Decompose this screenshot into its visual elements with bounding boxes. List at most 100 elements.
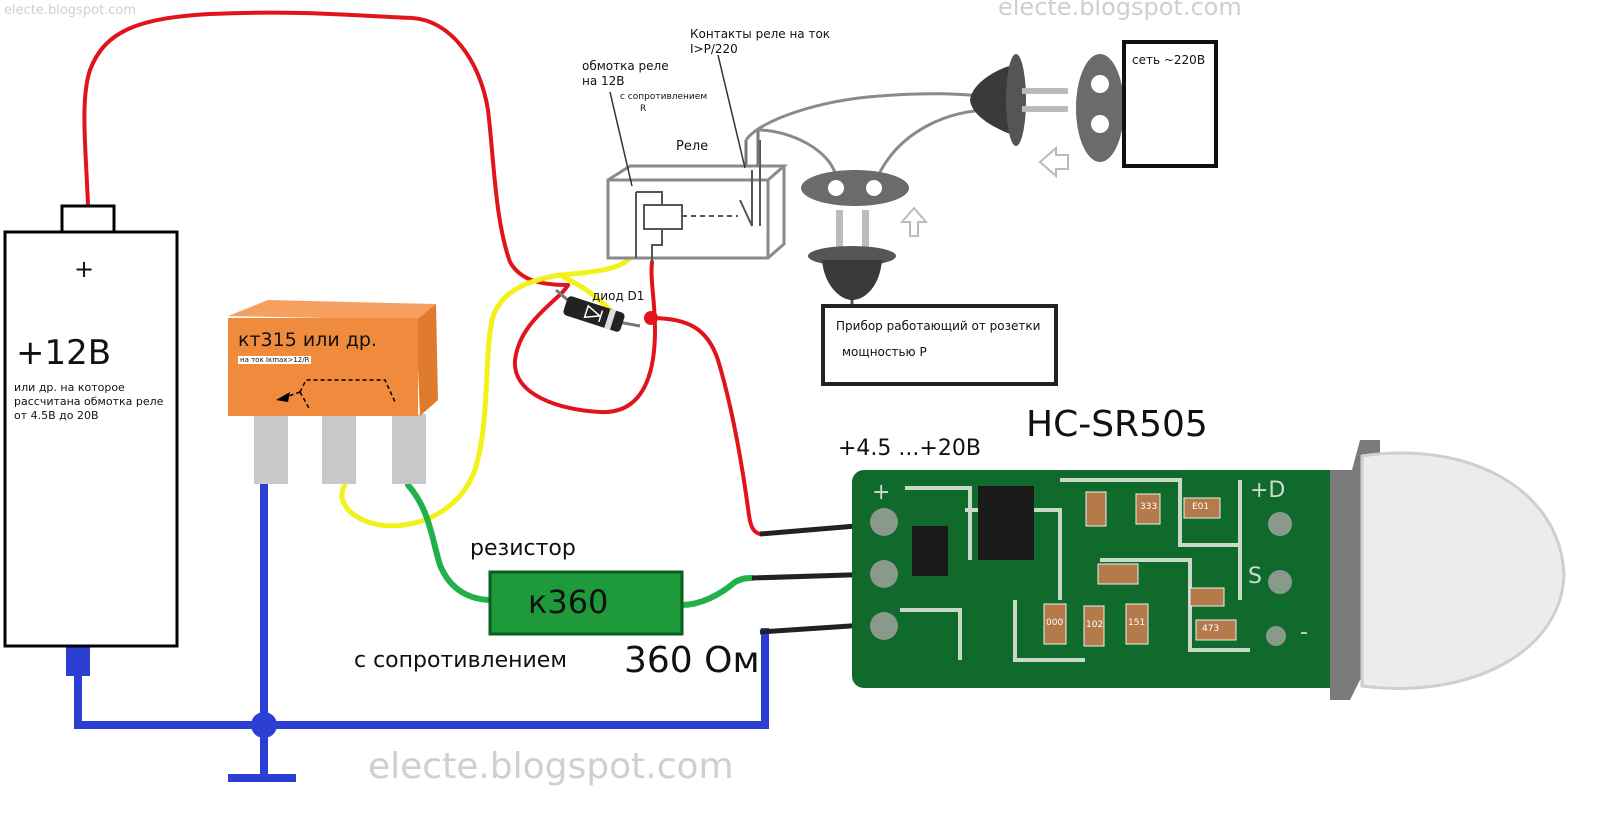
transistor-leg-emitter xyxy=(254,414,288,484)
battery-voltage-label: +12В xyxy=(16,333,112,373)
smd-components xyxy=(1043,491,1237,647)
appliance-plug-pin-left xyxy=(836,210,843,254)
smd-code-3: 000 xyxy=(1046,618,1064,628)
appliance-plug-body xyxy=(822,260,882,300)
battery-to-diode-wire xyxy=(82,10,570,287)
relay-socket-hole-left xyxy=(828,180,844,196)
sensor-model: HC-SR505 xyxy=(1026,404,1208,445)
relay-to-socket-wire xyxy=(757,128,838,177)
socket-face xyxy=(1076,54,1124,162)
transistor-leg-base xyxy=(392,414,426,484)
relay-coil-resistance-1: с сопротивлением xyxy=(620,92,708,102)
pcb-pad-minus xyxy=(870,612,898,640)
diode-label: диод D1 xyxy=(592,289,645,303)
smd-code-4: 102 xyxy=(1086,620,1104,630)
appliance-label-1: Прибор работающий от розетки xyxy=(836,319,1041,333)
resistor-to-sensor-out-wire xyxy=(679,575,755,608)
resistor-code: к360 xyxy=(528,583,609,621)
mains-wiring xyxy=(744,92,991,177)
relay-body xyxy=(606,178,770,260)
battery-minus-terminal xyxy=(66,646,90,676)
relay-coil-resistance-2: R xyxy=(640,104,647,114)
watermark-top-left: electe.blogspot.com xyxy=(4,3,137,18)
battery-ground-wire xyxy=(74,628,769,729)
resistor-body xyxy=(488,570,684,636)
junction-dot-blue xyxy=(251,712,277,738)
resistor-title: резистор xyxy=(470,536,576,561)
transistor-chip xyxy=(912,526,948,576)
transistor-top xyxy=(228,300,436,320)
battery-body xyxy=(3,230,179,648)
appliance-plug xyxy=(808,210,896,312)
pcb-pin-s: S xyxy=(1248,564,1262,589)
pcb-pin-plus: + xyxy=(872,480,891,505)
diode-band xyxy=(604,308,617,330)
plug-pin-top xyxy=(1022,88,1068,94)
mains-plug xyxy=(970,54,1068,146)
relay-coil-label-1: обмотка реле xyxy=(582,59,669,73)
relay-socket-hole-right xyxy=(866,180,882,196)
socket-hole-bottom xyxy=(1091,115,1109,133)
relay-coil-leads xyxy=(635,191,663,262)
socket-hole-top xyxy=(1091,75,1109,93)
pcb-pad-out xyxy=(870,560,898,588)
diode-anode-to-relay-wire xyxy=(512,260,657,415)
transistor-leg-collector xyxy=(322,414,356,484)
pcb-pad-right-2 xyxy=(1268,570,1292,594)
relay-contact-leads xyxy=(744,130,760,166)
smd-code-2: 333 xyxy=(1140,502,1158,512)
sensor-supply: +4.5 ...+20В xyxy=(838,436,981,461)
plug-to-socket-wire xyxy=(876,108,991,177)
appliance-plug-pin-right xyxy=(862,210,869,254)
transistor-small-note: на ток Iкmax>12/R xyxy=(238,356,312,365)
plug-flange xyxy=(1006,54,1026,146)
plug-pin-bottom xyxy=(1022,106,1068,112)
transistor-body xyxy=(228,318,418,416)
relay-top-face xyxy=(607,164,788,260)
relay-contact xyxy=(739,140,761,227)
diode-symbol-icon xyxy=(583,304,604,323)
relay-socket xyxy=(801,170,909,206)
pcb-pin-plus-right: +D xyxy=(1250,478,1286,503)
transistor xyxy=(228,300,438,484)
coil-pointer-arrow xyxy=(609,91,633,187)
resistor-caption: с сопротивлением xyxy=(354,648,567,673)
relay-title: Реле xyxy=(676,139,709,154)
battery-plus-sign: + xyxy=(74,255,95,283)
mains-box xyxy=(1122,40,1218,168)
battery-note-line-1: или др. на которое xyxy=(14,381,125,394)
pcb-pad-right-3 xyxy=(1266,626,1286,646)
ic-chip xyxy=(978,486,1034,560)
pcb-pin-minus: - xyxy=(1300,620,1308,645)
wall-socket xyxy=(1076,54,1124,162)
smd-code-6: 473 xyxy=(1202,624,1220,634)
pir-sensor-module xyxy=(751,440,1566,700)
pcb-pad-plus xyxy=(870,508,898,536)
battery xyxy=(3,204,179,648)
mains-label: сеть ~220В xyxy=(1132,53,1206,67)
battery-note-line-3: от 4.5В до 20В xyxy=(14,409,99,422)
relay-contacts-label-2: I>P/220 xyxy=(690,42,738,56)
transistor-symbol xyxy=(277,379,396,411)
junction-dot-red xyxy=(644,311,658,325)
plug-up-arrow-icon xyxy=(899,206,929,237)
watermark-bottom: electe.blogspot.com xyxy=(368,746,734,787)
appliance-box xyxy=(821,304,1058,386)
base-to-resistor-wire xyxy=(405,482,495,603)
resistor-value: 360 Ом xyxy=(624,640,760,681)
relay-to-plug-wire xyxy=(744,92,983,141)
transistor-arrow-icon xyxy=(276,392,290,402)
watermark-top-right: electe.blogspot.com xyxy=(998,0,1242,21)
battery-note-line-2: рассчитана обмотка реле xyxy=(14,395,164,408)
battery-plus-terminal xyxy=(60,204,116,234)
plug-in-arrow-icon xyxy=(1038,145,1069,179)
contacts-pointer-arrow xyxy=(717,54,746,169)
smd-code-5: 151 xyxy=(1128,618,1146,628)
relay-socket-face xyxy=(801,170,909,206)
transistor-side xyxy=(416,304,438,416)
relay-coil-label-2: на 12В xyxy=(582,74,625,88)
relay xyxy=(606,54,788,262)
transistor-label: кт315 или др. xyxy=(238,329,377,351)
